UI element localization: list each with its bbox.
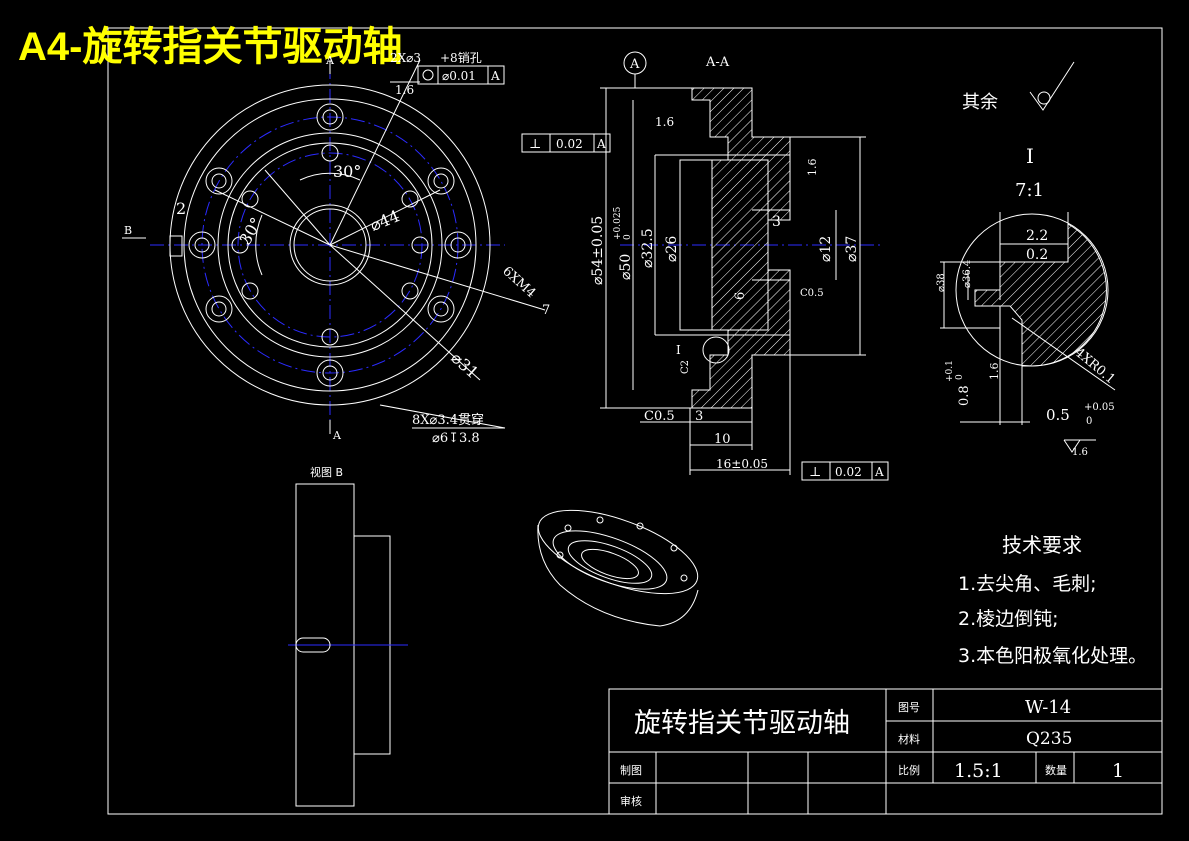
view-b	[288, 483, 408, 807]
isometric-view	[537, 509, 699, 627]
dim-0-8: 0.8	[957, 385, 972, 406]
view-letter-b: B	[124, 224, 132, 237]
dim-32-5: ⌀32.5	[640, 228, 656, 268]
dim-0-8-tol-low: 0	[955, 374, 965, 380]
hole-note-2: ⌀6↧3.8	[432, 431, 480, 446]
detail-ref: I	[676, 343, 681, 357]
dim-36-4: ⌀36.4	[962, 260, 973, 288]
position-tolerance: ⌀0.01	[442, 69, 476, 83]
dim-30-top: 30°	[333, 162, 361, 181]
scale: 1.5:1	[954, 760, 1003, 782]
dim-0-5-tol-low: 0	[1086, 416, 1092, 427]
roughness-section-right: 1.6	[806, 159, 819, 177]
dim-0-5-tol: +0.05	[1084, 402, 1115, 413]
perp-bottom-symbol: ⊥	[809, 465, 821, 480]
detail-radius: 4XR0.1	[1071, 345, 1117, 387]
dim-2: 2	[176, 199, 186, 218]
dim-50-tol: +0.025	[613, 206, 623, 240]
thread-note: 6XM4	[499, 264, 538, 301]
tech-heading: 技术要求	[1002, 533, 1082, 557]
dim-0-8-tol: +0.1	[945, 360, 955, 382]
drawing-frame	[107, 27, 1163, 815]
detail-roughness-bottom: 1.6	[1072, 447, 1088, 458]
dim-6: 6	[733, 292, 748, 300]
material-label: 材料	[898, 732, 920, 746]
quantity: 1	[1112, 760, 1124, 782]
hole-note-1: 8X⌀3.4贯穿	[412, 412, 484, 428]
drawing-no: W-14	[1025, 697, 1071, 718]
view-b-label: 视图 B	[310, 465, 343, 479]
tech-item: 2.棱边倒钝;	[958, 608, 1059, 630]
detail-roman: I	[1026, 144, 1034, 168]
banner-title: A4-旋转指关节驱动轴	[18, 25, 402, 69]
material: Q235	[1026, 729, 1072, 749]
title-block	[608, 688, 1163, 815]
drawn-label: 制图	[620, 764, 642, 777]
dim-38: ⌀38	[936, 273, 947, 292]
dim-44: ⌀44	[367, 206, 402, 235]
detail-roughness: 1.6	[988, 363, 1001, 381]
rest-label: 其余	[962, 92, 998, 113]
dim-12: ⌀12	[818, 236, 834, 262]
dim-50: ⌀50	[618, 254, 634, 280]
dim-30-left: 30°	[235, 214, 266, 248]
dim-54: ⌀54±0.05	[590, 216, 606, 285]
tech-item: 3.本色阳极氧化处理。	[958, 645, 1147, 667]
detail-scale: 7:1	[1015, 180, 1044, 201]
thread-depth: 7	[542, 303, 550, 318]
drawing-no-label: 图号	[898, 701, 920, 714]
section-letter-bottom: A	[332, 429, 342, 442]
detail-view	[940, 212, 1116, 425]
dim-2-2: 2.2	[1026, 228, 1048, 244]
perp-top-symbol: ⊥	[529, 137, 541, 152]
dim-c2: C2	[680, 360, 691, 374]
datum-symbol: A	[629, 57, 640, 72]
dim-c05-left: C0.5	[644, 409, 675, 424]
dim-37: ⌀37	[844, 236, 860, 262]
outer-holes	[188, 103, 472, 387]
dim-3-bottom: 3	[695, 409, 703, 424]
part-name: 旋转指关节驱动轴	[634, 708, 850, 739]
dim-16: 16±0.05	[716, 457, 768, 471]
pin-note: 2X⌀3	[390, 51, 421, 65]
dim-0-5: 0.5	[1046, 406, 1070, 424]
perp-bottom-datum: A	[874, 465, 884, 479]
scale-label: 比例	[898, 763, 920, 777]
tech-item: 1.去尖角、毛刺;	[958, 573, 1097, 595]
pin-note-suffix: +8销孔	[440, 51, 482, 65]
dim-26: ⌀26	[664, 236, 680, 262]
dim-c05: C0.5	[800, 288, 824, 299]
roughness-front: 1.6	[395, 83, 414, 97]
dim-3-right: 3	[772, 214, 781, 230]
section-view	[600, 87, 880, 475]
section-letter-top: A	[325, 54, 335, 67]
perp-top-datum: A	[596, 137, 606, 151]
roughness-section-top: 1.6	[655, 115, 674, 129]
dim-10: 10	[714, 432, 731, 447]
perp-bottom-value: 0.02	[835, 465, 862, 479]
dim-0-2: 0.2	[1026, 247, 1048, 263]
front-view	[122, 59, 546, 434]
quantity-label: 数量	[1045, 764, 1067, 777]
position-datum: A	[490, 69, 500, 83]
dim-50-tol-low: 0	[623, 234, 633, 240]
perp-top-value: 0.02	[556, 137, 583, 151]
checked-label: 审核	[620, 794, 642, 808]
section-title: A-A	[705, 55, 730, 70]
